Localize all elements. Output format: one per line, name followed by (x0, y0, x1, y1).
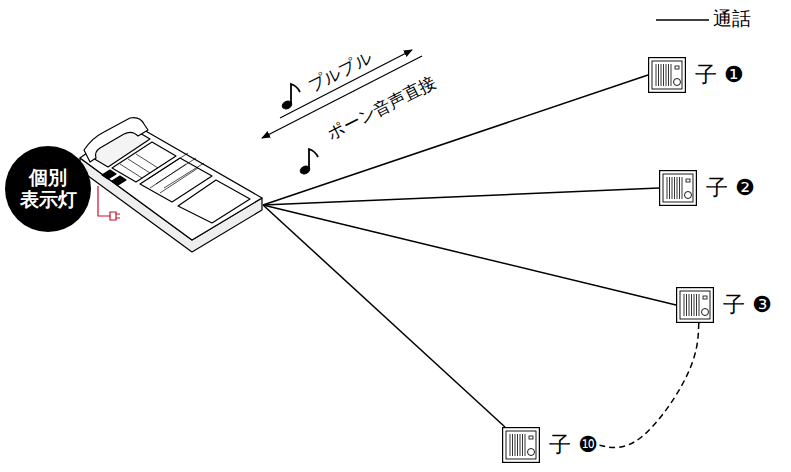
legend-label: 通話 (713, 6, 751, 32)
signal-label: プルプル (304, 47, 377, 97)
master-unit (80, 118, 262, 252)
sub-unit: 子 ❸ (676, 287, 772, 323)
legend-line-sample (655, 9, 711, 29)
sub-unit-icon (648, 57, 686, 93)
unit-label: 子 ❶ (695, 64, 744, 86)
sub-unit: 子 ❶ (648, 57, 744, 93)
music-note (281, 84, 300, 110)
lamp-label: 個別表示灯 (20, 167, 77, 211)
indicator-lamp-badge: 個別表示灯 (5, 146, 91, 232)
sub-unit: 子 ❷ (659, 170, 755, 206)
unit-label: 子 ❷ (706, 177, 755, 199)
call-line (263, 188, 659, 205)
sub-unit-icon (502, 427, 540, 463)
sub-unit-icon (659, 170, 697, 206)
signal-label: ポーン音声直接 (323, 72, 441, 145)
call-line (263, 205, 505, 427)
music-note (299, 149, 318, 175)
call-line (263, 75, 648, 205)
unit-label: 子 ❸ (723, 294, 772, 316)
call-line (263, 205, 676, 305)
legend-entry: 通話 (655, 6, 751, 32)
sub-unit-icon (676, 287, 714, 323)
unit-label: 子 ❿ (549, 434, 598, 456)
power-plug (98, 186, 120, 220)
extension-dashed-line (598, 323, 699, 448)
master-unit: 個別表示灯 (5, 118, 263, 292)
keypad-grid (120, 153, 204, 193)
sub-unit: 子 ❿ (502, 427, 598, 463)
